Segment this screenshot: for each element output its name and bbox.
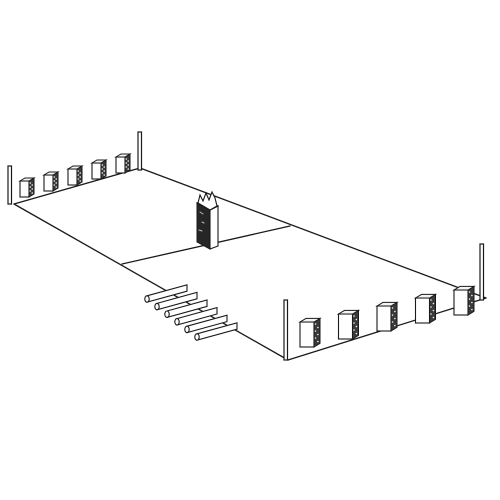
throwing-baton xyxy=(174,306,218,326)
near-kubb xyxy=(375,301,399,332)
field-boundary xyxy=(13,167,487,361)
near-kubb xyxy=(336,309,361,340)
far-kubb xyxy=(90,159,108,180)
near-kubb xyxy=(298,317,322,348)
near-kubb xyxy=(413,293,438,324)
right-sideline xyxy=(139,167,487,299)
far-baseline-kubbs xyxy=(18,153,132,198)
king xyxy=(195,190,220,250)
far-baseline xyxy=(13,167,141,205)
far-kubb xyxy=(42,171,60,192)
far-kubb xyxy=(18,177,36,198)
throwing-batons xyxy=(144,284,238,341)
near-kubb xyxy=(452,285,476,316)
throwing-baton xyxy=(184,314,228,334)
near-baseline-kubbs xyxy=(298,285,476,348)
throwing-baton xyxy=(144,284,188,303)
left-sideline xyxy=(13,203,289,361)
corner-stakes xyxy=(7,131,485,361)
throwing-baton xyxy=(194,322,238,341)
corner-stake-far-right xyxy=(137,131,143,171)
far-kubb xyxy=(66,165,84,186)
corner-stake-near-left xyxy=(283,299,289,361)
king-crown xyxy=(197,190,218,211)
throwing-baton xyxy=(164,299,208,319)
throwing-baton xyxy=(154,291,198,311)
corner-stake-near-right xyxy=(479,243,485,301)
far-kubb xyxy=(114,153,132,174)
corner-stake-far-left xyxy=(7,165,13,205)
